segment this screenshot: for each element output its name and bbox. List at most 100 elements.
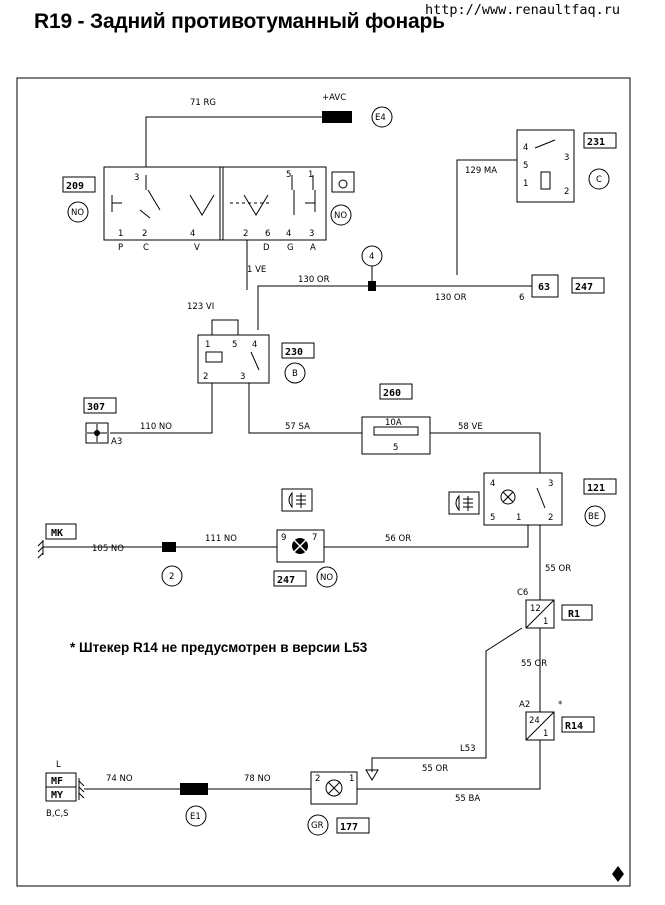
- arrow-l53: [365, 769, 379, 781]
- label-a2: A2: [519, 700, 530, 710]
- pin-121-2: 2: [548, 513, 553, 523]
- label-1: 1 VE: [247, 265, 266, 275]
- connector-e4: [322, 111, 352, 123]
- svg-text:BE: BE: [588, 512, 599, 522]
- svg-text:260: 260: [383, 388, 401, 399]
- page-title: R19 - Задний противотуманный фонарь: [34, 10, 445, 33]
- pin-r14-24: 24: [529, 716, 540, 726]
- wire-58: [430, 432, 541, 473]
- fog-light-icon-1: [281, 488, 313, 512]
- tag-4: 4: [361, 245, 383, 267]
- pin-230-3: 3: [240, 372, 245, 382]
- pin-177-1: 1: [349, 774, 354, 784]
- pin-231-2: 2: [564, 187, 569, 197]
- label-star: *: [558, 700, 562, 710]
- label-123: 123 VI: [187, 302, 214, 312]
- label-58: 58 VE: [458, 422, 483, 432]
- tag-no-right: NO: [330, 204, 352, 226]
- tag-b: B: [284, 362, 306, 384]
- code-177: 177: [336, 817, 370, 834]
- pin-230-1: 1: [205, 340, 210, 350]
- pin-247-7: 7: [312, 533, 317, 543]
- svg-text:63: 63: [538, 282, 550, 293]
- svg-text:231: 231: [587, 137, 605, 148]
- label-105: 105 NO: [92, 544, 124, 554]
- wire-57: [248, 383, 362, 434]
- switch-121: [483, 472, 563, 526]
- pin-209-b4b: 4: [286, 229, 291, 239]
- svg-text:MF: MF: [51, 776, 63, 787]
- pin-177-2: 2: [315, 774, 320, 784]
- svg-text:R1: R1: [568, 609, 580, 620]
- label-56: 56 OR: [385, 534, 411, 544]
- svg-text:NO: NO: [71, 208, 84, 218]
- svg-text:NO: NO: [320, 573, 333, 583]
- lamp-247: [276, 529, 325, 563]
- label-L: L: [56, 760, 61, 770]
- svg-text:MY: MY: [51, 790, 63, 801]
- pin-63-6: 6: [519, 293, 524, 303]
- ground-307: [85, 422, 109, 444]
- pin-121-5: 5: [490, 513, 495, 523]
- pin-r1-12: 12: [530, 604, 541, 614]
- pin-r14-1: 1: [543, 729, 548, 739]
- pos-C: C: [143, 243, 149, 253]
- code-121: 121: [583, 478, 617, 495]
- pin-209-3: 3: [134, 173, 139, 183]
- tag-gr: GR: [307, 814, 329, 836]
- pos-A: A: [310, 243, 316, 253]
- wire-l53: [371, 627, 523, 772]
- code-230: 230: [281, 342, 315, 359]
- pin-209-b6: 6: [265, 229, 270, 239]
- label-55c: 55 OR: [422, 764, 448, 774]
- code-mk: MK: [45, 523, 77, 540]
- pin-247-9: 9: [281, 533, 286, 543]
- code-r1: R1: [561, 604, 593, 621]
- label-129: 129 MA: [465, 166, 497, 176]
- svg-text:GR: GR: [311, 821, 324, 831]
- fog-light-icon-2: [448, 491, 480, 515]
- wire-55-ba: [357, 740, 541, 790]
- fuse-rating: 10A: [385, 418, 402, 428]
- svg-text:R14: R14: [565, 721, 583, 732]
- relay-230: [197, 334, 270, 384]
- label-111: 111 NO: [205, 534, 237, 544]
- pos-D: D: [263, 243, 270, 253]
- connector-r1: [525, 599, 555, 629]
- code-247-conn: 247: [571, 277, 605, 294]
- connector-2: [162, 542, 176, 552]
- pin-209-b2: 2: [142, 229, 147, 239]
- pin-231-1: 1: [523, 179, 528, 189]
- label-a3: A3: [111, 437, 122, 447]
- pin-230-5: 5: [232, 340, 237, 350]
- fuse-260: [361, 416, 431, 455]
- light-icon-switch: [331, 171, 355, 193]
- label-130a: 130 OR: [298, 275, 330, 285]
- label-c6: C6: [517, 588, 528, 598]
- wire-129: [456, 159, 523, 275]
- label-l53: L53: [460, 744, 476, 754]
- label-71: 71 RG: [190, 98, 216, 108]
- pin-231-4: 4: [523, 143, 528, 153]
- label-110: 110 NO: [140, 422, 172, 432]
- svg-text:C: C: [596, 175, 602, 185]
- wire-130: [257, 285, 532, 330]
- svg-text:307: 307: [87, 402, 105, 413]
- label-55a: 55 OR: [545, 564, 571, 574]
- svg-text:230: 230: [285, 347, 303, 358]
- label-55d: 55 BA: [455, 794, 480, 804]
- svg-text:121: 121: [587, 483, 605, 494]
- pin-209-b4: 4: [190, 229, 195, 239]
- tag-no-left: NO: [67, 201, 89, 223]
- code-247-lamp: 247: [273, 570, 307, 587]
- tag-e1: E1: [185, 805, 207, 827]
- pin-231-5: 5: [523, 161, 528, 171]
- svg-text:B: B: [292, 369, 298, 379]
- pin-231-3: 3: [564, 153, 569, 163]
- pin-121-1: 1: [516, 513, 521, 523]
- lamp-177: [310, 771, 358, 805]
- wire-71: [145, 116, 322, 168]
- pos-V: V: [194, 243, 200, 253]
- wire-56: [324, 525, 529, 548]
